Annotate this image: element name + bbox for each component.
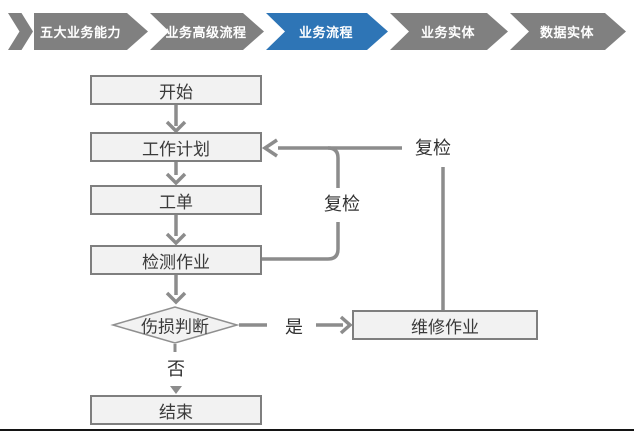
node-damage-decision-label: 伤损判断 <box>141 317 209 337</box>
tab-business-highlevel-process[interactable]: 业务高级流程 <box>150 13 264 50</box>
node-start: 开始 <box>90 75 262 105</box>
node-end: 结束 <box>90 395 262 425</box>
edge-label-recheck-inner: 复检 <box>322 190 362 216</box>
edge-label-recheck-outer: 复检 <box>413 134 453 160</box>
edge-label-yes: 是 <box>283 313 305 339</box>
arrowhead-plan-recheck <box>261 138 278 158</box>
chevron-right-icon <box>8 13 33 50</box>
node-repair-job: 维修作业 <box>352 310 538 340</box>
tab-five-business-capabilities[interactable]: 五大业务能力 <box>34 13 148 50</box>
arrowhead-inspect <box>165 232 187 246</box>
tab-business-entity[interactable]: 业务实体 <box>390 13 508 50</box>
node-work-plan: 工作计划 <box>90 132 262 162</box>
tab-data-entity[interactable]: 数据实体 <box>510 13 626 50</box>
breadcrumb: 五大业务能力 业务高级流程 业务流程 业务实体 数据实体 <box>0 0 634 60</box>
arrowhead-plan <box>165 120 187 134</box>
arrowhead-end <box>170 386 182 394</box>
arrowhead-decision <box>165 291 187 305</box>
edge-label-no: 否 <box>165 355 187 381</box>
tab-business-process[interactable]: 业务流程 <box>266 13 388 50</box>
arrowhead-order <box>165 172 187 186</box>
node-inspection-job: 检测作业 <box>90 245 262 275</box>
node-work-order: 工单 <box>90 185 262 215</box>
bottom-divider <box>0 429 634 431</box>
arrowhead-repair <box>339 315 353 335</box>
